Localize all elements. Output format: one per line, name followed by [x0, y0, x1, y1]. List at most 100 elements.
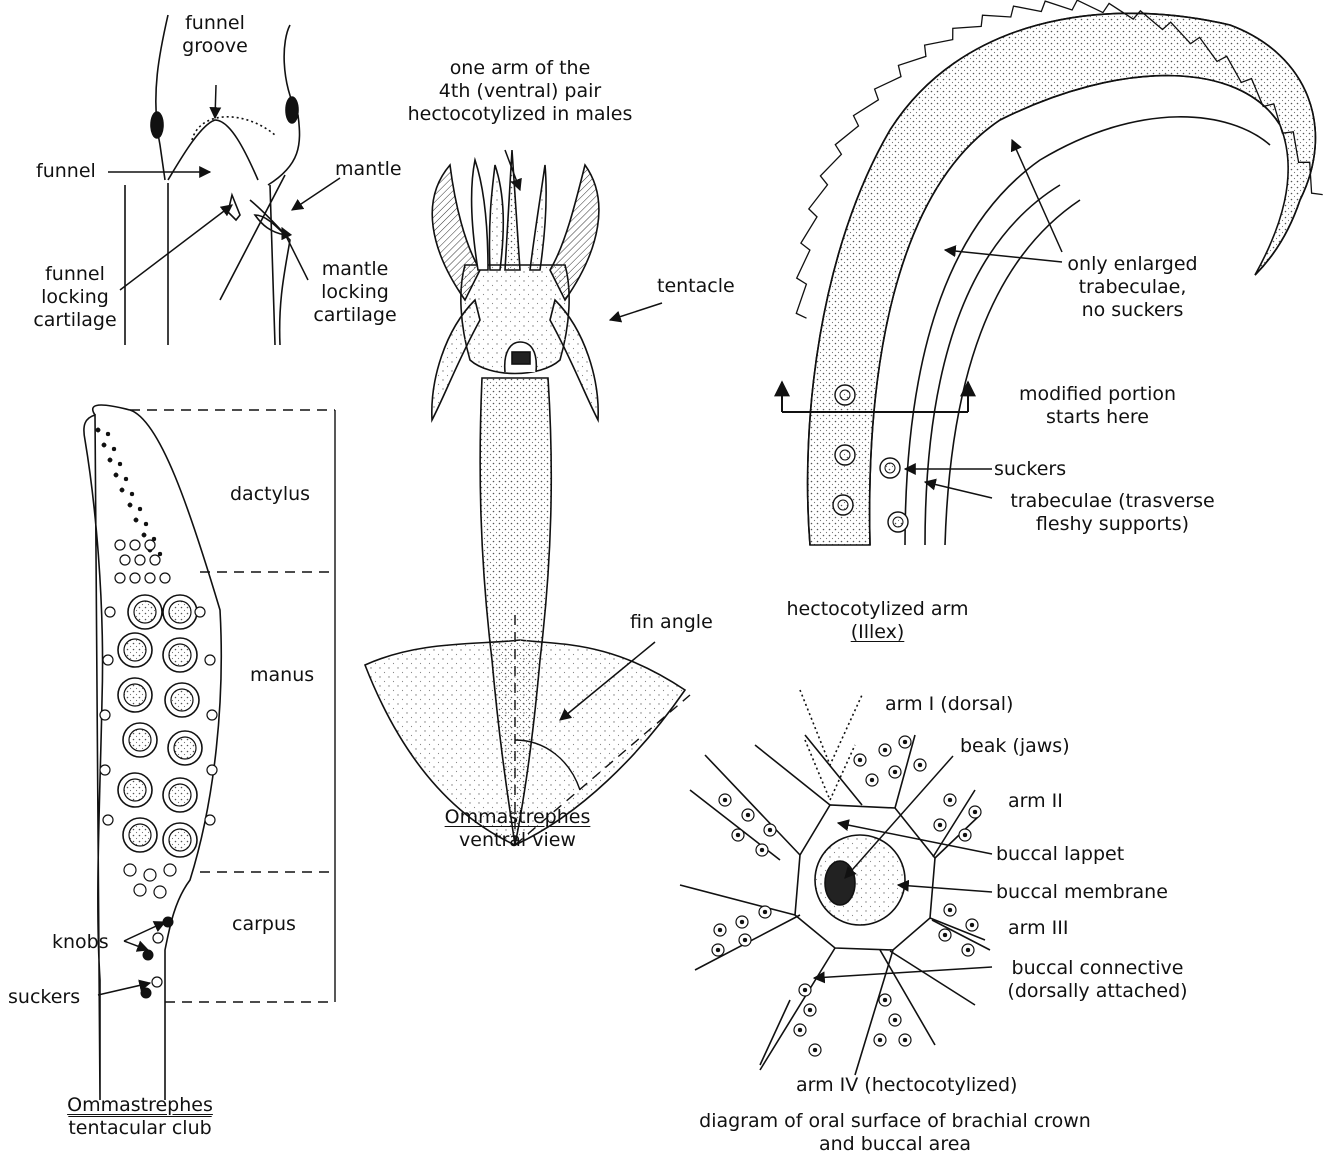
carpus-sucker — [153, 933, 163, 943]
arrow-knobs-2 — [124, 941, 148, 950]
dorsal-v — [800, 690, 862, 800]
arm-sucker-center — [803, 988, 807, 992]
funnel-outline — [168, 120, 258, 180]
arm-sucker-center — [948, 798, 952, 802]
club-small-sucker — [160, 573, 170, 583]
label-arm-2: arm II — [1008, 790, 1063, 813]
manus-sucker-center — [129, 729, 151, 751]
manus-sucker-center — [134, 601, 156, 623]
arm-sucker-center — [736, 833, 740, 837]
arm-1 — [489, 165, 503, 270]
club-small-sucker — [115, 540, 125, 550]
label-funnel-locking-cartilage: funnellockingcartilage — [20, 263, 130, 332]
arm-sucker-center — [768, 828, 772, 832]
arm-sucker-center — [716, 948, 720, 952]
label-carpus: carpus — [232, 913, 296, 936]
label-mantle: mantle — [335, 158, 402, 181]
club-small-sucker — [130, 540, 140, 550]
arrow-tentacle — [610, 303, 662, 320]
left-arm-inner — [472, 160, 488, 270]
arm-sucker-center — [903, 740, 907, 744]
manus-marginal-sucker — [207, 765, 217, 775]
arrow-funnel-cartilage — [120, 205, 232, 290]
manus-sucker-center — [174, 737, 196, 759]
arm-sucker-center — [970, 923, 974, 927]
caption-brachial-crown: diagram of oral surface of brachial crow… — [645, 1110, 1145, 1156]
arm-sucker-center — [883, 998, 887, 1002]
head-funnel-drawing — [125, 15, 300, 345]
dactylus-tiny-sucker — [114, 473, 118, 477]
arm-sucker-center — [746, 813, 750, 817]
arm-sucker-center — [813, 1048, 817, 1052]
club-small-sucker — [150, 555, 160, 565]
label-hecto-suckers: suckers — [994, 458, 1066, 481]
dactylus-tiny-sucker — [106, 432, 110, 436]
arrow-mantle — [292, 178, 340, 210]
carpus-sucker — [144, 869, 156, 881]
arm-sucker-center — [943, 933, 947, 937]
manus-sucker-center — [124, 779, 146, 801]
manus-marginal-sucker — [207, 710, 217, 720]
label-arm-1: arm I (dorsal) — [885, 693, 1013, 716]
carpus-sucker — [124, 864, 136, 876]
carpus-sucker — [134, 884, 146, 896]
dactylus-tiny-sucker — [134, 518, 138, 522]
label-dactylus: dactylus — [230, 483, 310, 506]
dactylus-tiny-sucker — [158, 552, 162, 556]
label-funnel: funnel — [36, 160, 96, 183]
label-fin-angle: fin angle — [630, 611, 713, 634]
arm-2 — [530, 165, 546, 270]
manus-sucker-center — [169, 784, 191, 806]
manus-marginal-sucker — [103, 655, 113, 665]
brachial-crown-drawing — [680, 690, 990, 1075]
hecto-sucker-center — [840, 390, 850, 400]
club-small-sucker — [115, 573, 125, 583]
arrow-hecto-trabeculae — [925, 482, 992, 498]
funnel-shadow — [512, 352, 530, 364]
arm-sucker-center — [878, 1038, 882, 1042]
manus-marginal-sucker — [105, 607, 115, 617]
dactylus-tiny-sucker — [118, 462, 122, 466]
arm-sucker-center — [963, 833, 967, 837]
arm-sucker-center — [858, 758, 862, 762]
dactylus-tiny-sucker — [112, 447, 116, 451]
hecto-sucker-center — [840, 450, 850, 460]
label-funnel-groove: funnelgroove — [160, 12, 270, 58]
dactylus-tiny-sucker — [124, 477, 128, 481]
arm-sucker-center — [723, 798, 727, 802]
label-knobs: knobs — [52, 931, 109, 954]
carpus-sucker — [152, 977, 162, 987]
label-mantle-locking-cartilage: mantlelockingcartilage — [300, 258, 410, 327]
manus-sucker-center — [124, 639, 146, 661]
arrow-funnel-groove — [215, 85, 216, 118]
arm-sucker-center — [798, 1028, 802, 1032]
manus-marginal-sucker — [205, 655, 215, 665]
dactylus-tiny-sucker — [142, 533, 146, 537]
arm-inner-line-2 — [905, 117, 1270, 545]
label-buccal-membrane: buccal membrane — [996, 881, 1168, 904]
label-buccal-connective: buccal connective(dorsally attached) — [990, 957, 1205, 1003]
label-arm-3: arm III — [1008, 917, 1068, 940]
left-eye — [151, 112, 163, 138]
arm-sucker-center — [973, 810, 977, 814]
manus-marginal-sucker — [100, 765, 110, 775]
hecto-sucker-center — [893, 517, 903, 527]
manus-sucker-center — [129, 824, 151, 846]
mantle-left-edge — [125, 183, 168, 345]
club-small-sucker — [145, 540, 155, 550]
label-manus: manus — [250, 664, 314, 687]
label-arm-4: arm IV (hectocotylized) — [796, 1074, 1017, 1097]
arm-sucker-center — [918, 763, 922, 767]
dactylus-tiny-sucker — [108, 458, 112, 462]
hecto-sucker-center — [885, 463, 895, 473]
club-sucker-field — [96, 428, 217, 998]
arm-sucker-center — [893, 1018, 897, 1022]
label-beak: beak (jaws) — [960, 735, 1070, 758]
dactylus-tiny-sucker — [144, 522, 148, 526]
arm-sucker-center — [893, 770, 897, 774]
dactylus-tiny-sucker — [130, 492, 134, 496]
